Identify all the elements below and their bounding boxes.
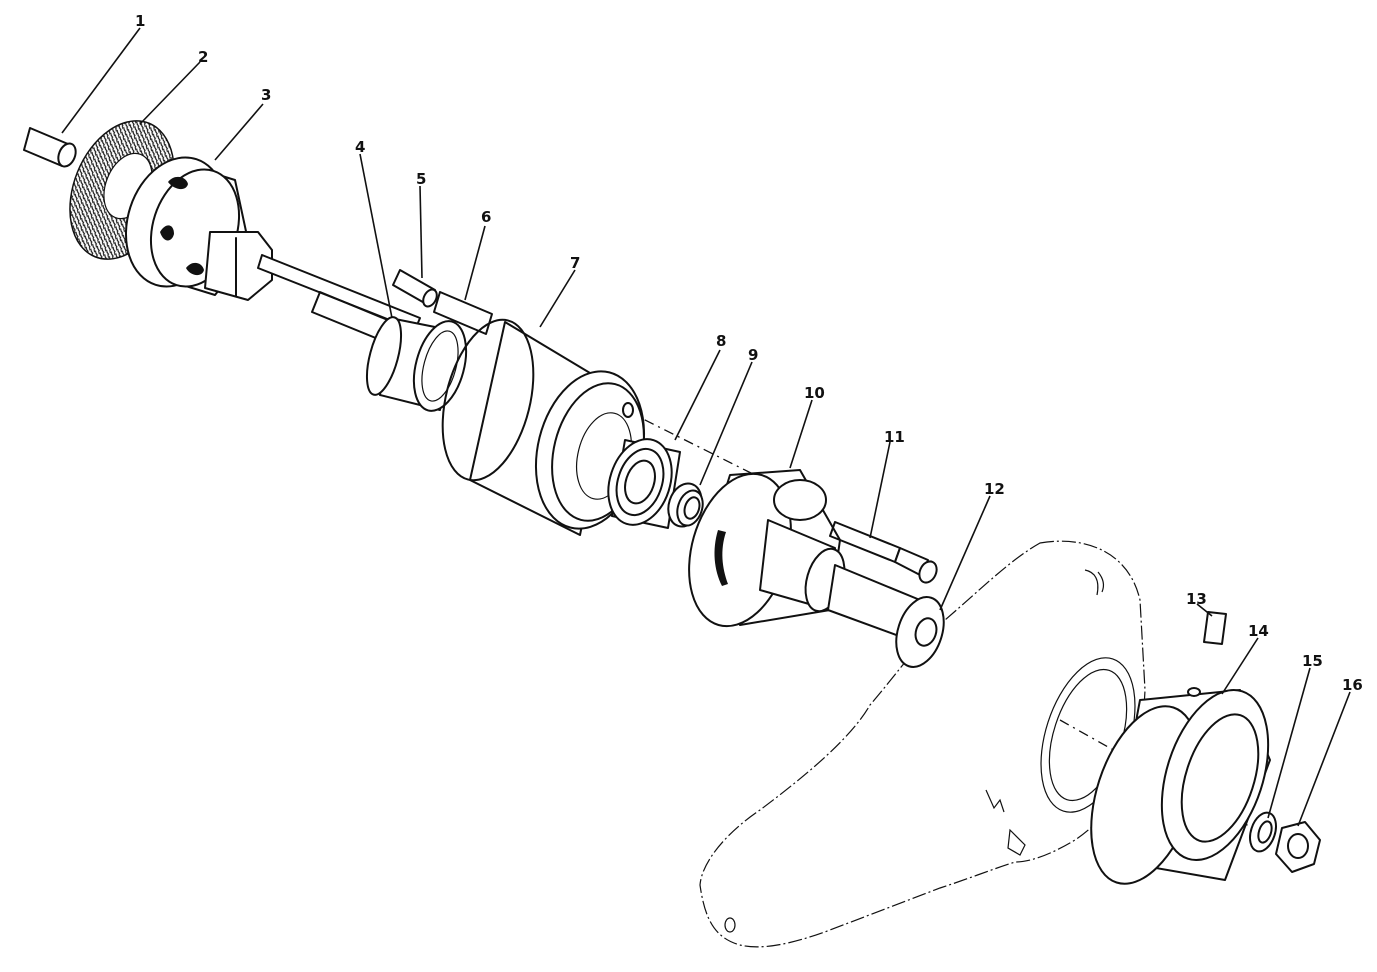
callout-14: 14 — [1248, 622, 1269, 640]
collar — [1090, 687, 1271, 885]
lock-washer — [1249, 811, 1277, 853]
callout-12: 12 — [984, 480, 1005, 498]
bolt — [829, 521, 938, 584]
callout-13: 13 — [1186, 590, 1207, 608]
callout-1: 1 — [135, 12, 145, 30]
callout-10: 10 — [804, 384, 825, 402]
flange-housing — [688, 469, 921, 641]
pin — [392, 269, 438, 308]
washer — [667, 482, 704, 528]
set-screw — [1203, 611, 1227, 645]
threaded-stud — [23, 127, 77, 168]
callout-2: 2 — [198, 48, 208, 66]
callout-5: 5 — [416, 170, 426, 188]
callout-8: 8 — [716, 332, 726, 350]
leader-lines — [61, 27, 1351, 827]
callout-9: 9 — [748, 346, 758, 364]
spacer — [895, 596, 945, 668]
arbor-hub — [125, 156, 421, 344]
ball-bearing — [607, 438, 681, 529]
sleeve-bushing — [365, 316, 468, 412]
spring — [433, 291, 493, 335]
callout-7: 7 — [570, 254, 580, 272]
callout-4: 4 — [355, 138, 365, 156]
callout-numbers: 1 2 3 4 5 6 7 8 9 10 11 12 13 14 15 16 — [135, 12, 1363, 694]
callout-3: 3 — [261, 86, 271, 104]
callout-15: 15 — [1302, 652, 1323, 670]
callout-16: 16 — [1342, 676, 1363, 694]
callout-6: 6 — [481, 208, 491, 226]
hex-nut — [1275, 821, 1321, 873]
callout-11: 11 — [884, 428, 905, 446]
